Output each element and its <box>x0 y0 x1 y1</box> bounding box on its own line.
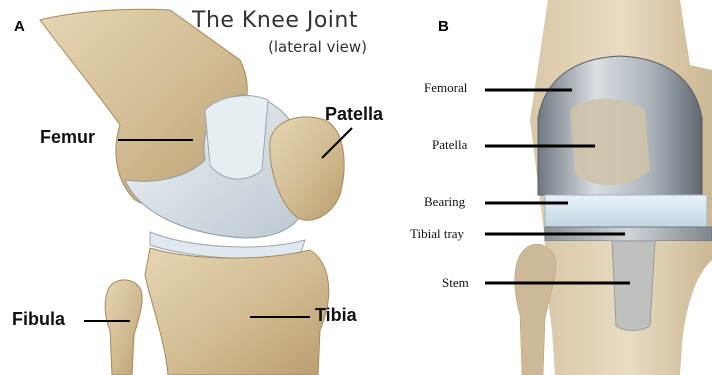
bearing-insert <box>545 195 707 227</box>
fibula-bone-b <box>515 244 556 375</box>
panel-a-illustration <box>40 9 352 375</box>
label-patella-b: Patella <box>432 137 467 153</box>
label-bearing: Bearing <box>424 194 465 210</box>
fibula-bone <box>105 280 142 375</box>
panel-b-illustration <box>485 0 712 375</box>
label-patella-a: Patella <box>325 104 383 125</box>
panel-a-letter: A <box>14 18 25 35</box>
tibial-stem <box>612 241 655 331</box>
label-fibula: Fibula <box>12 309 65 330</box>
panel-a-title: The Knee Joint <box>192 8 358 33</box>
label-tibial-tray: Tibial tray <box>410 226 464 242</box>
label-tibia: Tibia <box>315 305 357 326</box>
panel-b-letter: B <box>438 18 449 35</box>
label-stem: Stem <box>442 275 469 291</box>
tibia-bone <box>145 248 329 375</box>
panel-a-subtitle: (lateral view) <box>268 38 367 56</box>
label-femoral: Femoral <box>424 80 467 96</box>
label-femur: Femur <box>40 127 95 148</box>
